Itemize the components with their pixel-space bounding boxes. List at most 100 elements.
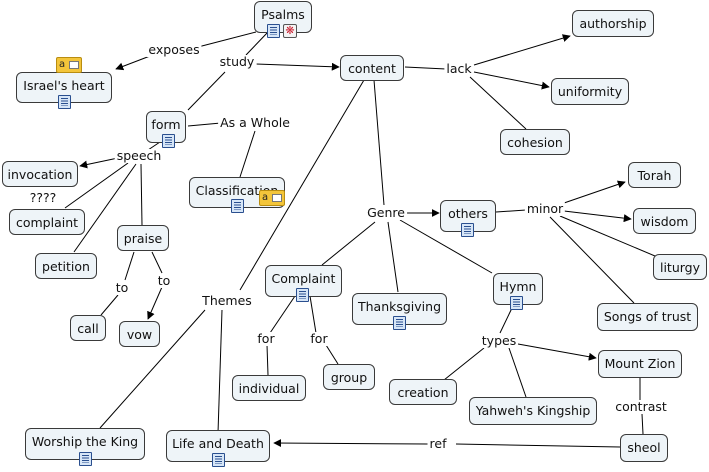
- concept-songs-of-trust[interactable]: Songs of trust: [597, 303, 698, 331]
- link-label-study: study: [217, 54, 257, 69]
- link-speech-praise: [140, 163, 143, 226]
- concept-others[interactable]: others: [440, 200, 496, 232]
- link-complaint-for-individual: [269, 295, 296, 334]
- document-icon[interactable]: [510, 296, 523, 310]
- concept-label: Thanksgiving: [357, 299, 442, 314]
- concept-label: cohesion: [507, 135, 563, 150]
- link-content-themes: [239, 79, 365, 291]
- concept-label: complaint: [15, 215, 79, 230]
- concept-label: Mount Zion: [604, 356, 676, 371]
- concept-label: Yahweh's Kingship: [475, 403, 591, 418]
- concept-group[interactable]: group: [323, 364, 375, 390]
- concept-creation[interactable]: creation: [389, 379, 457, 405]
- document-icon[interactable]: [461, 223, 474, 237]
- link-types-creation: [443, 347, 485, 381]
- concept-mount-zion[interactable]: Mount Zion: [598, 350, 682, 378]
- link-complaint-for-group: [309, 295, 317, 334]
- concept-torah[interactable]: Torah: [628, 162, 681, 188]
- link-lack-cohesion: [469, 76, 527, 130]
- document-icon[interactable]: [267, 24, 280, 38]
- concept-liturgy[interactable]: liturgy: [653, 254, 707, 280]
- link-label-exposes: exposes: [146, 42, 202, 57]
- concept-label: uniformity: [557, 84, 623, 99]
- link-to-call-call: [100, 294, 119, 316]
- concept-form[interactable]: form: [146, 111, 186, 143]
- concept-label: praise: [123, 231, 163, 246]
- concept-label: Songs of trust: [603, 309, 692, 324]
- link-label-as-a-whole: As a Whole: [218, 115, 292, 130]
- concept-label: call: [77, 321, 99, 336]
- concept-label: authorship: [579, 16, 647, 31]
- link-sheol-ref: [455, 443, 621, 448]
- concept-call[interactable]: call: [70, 315, 106, 341]
- link-study-form: [187, 71, 226, 111]
- link-types-kingship: [508, 347, 527, 398]
- link-label-minor: minor: [524, 201, 566, 216]
- document-icon[interactable]: [58, 95, 71, 109]
- concept-label: liturgy: [659, 260, 701, 275]
- document-icon[interactable]: [162, 134, 175, 148]
- note-icon[interactable]: a: [56, 57, 82, 73]
- link-genre-hymn: [399, 219, 493, 274]
- concept-label: Torah: [637, 168, 672, 183]
- concept-label: creation: [397, 385, 449, 400]
- concept-yahwehs-kingship[interactable]: Yahweh's Kingship: [469, 397, 597, 425]
- link-label-to-call: to: [113, 280, 131, 295]
- concept-label: others: [448, 206, 488, 221]
- link-lack-uniformity: [473, 71, 550, 90]
- link-for-individual: [266, 344, 269, 376]
- link-label-unknown: ????: [29, 190, 57, 205]
- link-ref-life-and-death: [273, 439, 429, 448]
- link-speech-petition: [73, 163, 137, 253]
- link-lack-authorship: [473, 34, 571, 66]
- link-label-themes: Themes: [200, 293, 254, 308]
- concept-label: invocation: [7, 167, 73, 182]
- concept-invocation[interactable]: invocation: [2, 161, 78, 187]
- document-icon[interactable]: [212, 453, 225, 467]
- concept-praise[interactable]: praise: [117, 225, 169, 251]
- concept-complaint[interactable]: complaint: [9, 209, 85, 235]
- link-label-genre: Genre: [365, 205, 407, 220]
- link-study-content: [255, 62, 340, 71]
- link-praise-to-vow: [151, 251, 163, 274]
- concept-content[interactable]: content: [340, 55, 404, 81]
- document-icon[interactable]: [231, 199, 244, 213]
- concept-israels-heart[interactable]: Israel's heart: [16, 72, 112, 103]
- link-label-ref: ref: [427, 436, 449, 451]
- concept-vow[interactable]: vow: [119, 321, 160, 347]
- link-exposes-israels-heart: [115, 55, 151, 71]
- concept-label: Complaint: [271, 271, 336, 286]
- link-minor-liturgy: [559, 215, 656, 257]
- link-praise-to-call: [124, 251, 135, 281]
- concept-label: Israel's heart: [23, 78, 105, 93]
- link-themes-worship: [99, 309, 206, 429]
- document-icon[interactable]: [393, 316, 406, 330]
- concept-label: individual: [238, 381, 300, 396]
- link-as-a-whole-classification: [239, 130, 256, 178]
- link-to-vow-vow: [147, 286, 163, 320]
- note-icon[interactable]: a: [259, 190, 285, 206]
- link-content-genre: [373, 79, 385, 206]
- concept-sheol[interactable]: sheol: [620, 434, 668, 462]
- link-label-speech: speech: [114, 148, 164, 163]
- concept-petition[interactable]: petition: [35, 253, 97, 279]
- concept-wisdom[interactable]: wisdom: [633, 208, 696, 234]
- concept-label: petition: [42, 259, 90, 274]
- concept-label: Life and Death: [172, 436, 264, 451]
- link-for-group: [325, 344, 339, 365]
- link-label-for-group: for: [308, 331, 330, 346]
- concept-authorship[interactable]: authorship: [572, 10, 654, 37]
- link-minor-songs: [549, 216, 635, 304]
- concept-individual[interactable]: individual: [232, 375, 306, 401]
- concept-uniformity[interactable]: uniformity: [551, 78, 629, 105]
- link-label-contrast: contrast: [613, 399, 669, 414]
- link-speech-invocation: [79, 157, 119, 169]
- document-icon[interactable]: [296, 288, 309, 302]
- link-form-as-a-whole: [187, 122, 222, 127]
- concept-cohesion[interactable]: cohesion: [500, 129, 570, 155]
- link-icon[interactable]: ❋: [283, 24, 297, 38]
- link-contrast-sheol: [641, 413, 644, 435]
- document-icon[interactable]: [79, 452, 92, 466]
- concept-label: vow: [126, 327, 153, 342]
